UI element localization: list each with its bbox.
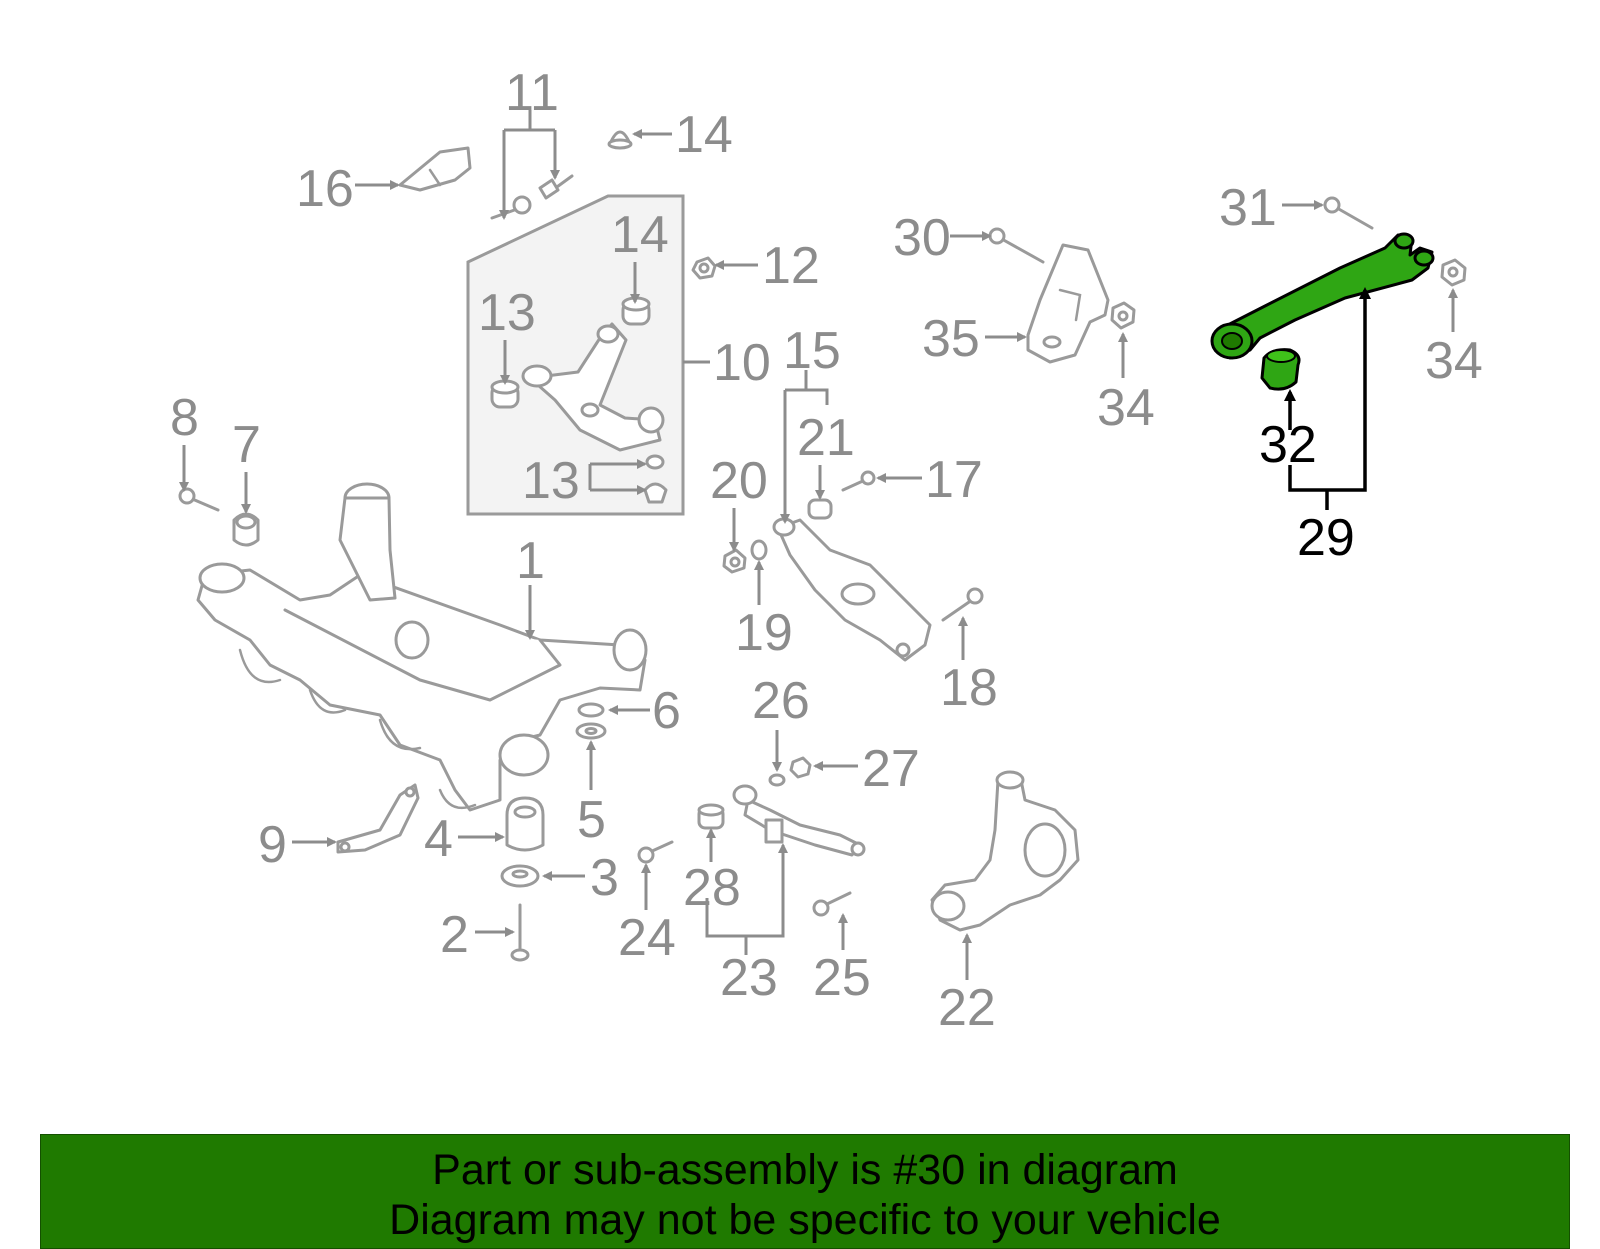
bushing-29[interactable] — [697, 803, 725, 830]
bolt-8[interactable] — [178, 487, 220, 512]
washer-3[interactable] — [500, 864, 540, 888]
callout-15: 14 — [675, 106, 733, 164]
bushing-33[interactable] — [1260, 348, 1301, 391]
bracket-35[interactable] — [1026, 243, 1110, 364]
callout-20: 19 — [735, 604, 793, 662]
bolt-26[interactable] — [812, 891, 852, 917]
callout-19: 18 — [940, 659, 998, 717]
callout-30: 29 — [1297, 509, 1355, 567]
callout-8: 8 — [170, 389, 199, 447]
lower-arm-17[interactable] — [772, 517, 932, 662]
callout-18: 17 — [925, 451, 983, 509]
washer-5[interactable] — [575, 722, 607, 740]
callout-29: 28 — [683, 859, 741, 917]
knuckle-23[interactable] — [930, 770, 1080, 932]
callout-33: 32 — [1259, 416, 1317, 474]
callout-26: 25 — [813, 949, 871, 1007]
link-24[interactable] — [732, 784, 866, 857]
banner-line-1: Part or sub-assembly is #30 in diagram — [432, 1146, 1178, 1194]
callout-10: 10 — [713, 334, 771, 392]
washer-20[interactable] — [750, 539, 768, 561]
nut-21[interactable] — [722, 548, 747, 574]
callout-13: 13 — [522, 452, 580, 510]
nut-34b[interactable] — [1440, 258, 1467, 287]
callout-21: 20 — [710, 452, 768, 510]
callout-24: 23 — [720, 949, 778, 1007]
callout-25: 24 — [618, 909, 676, 967]
trailing-arm-30[interactable] — [1210, 232, 1435, 360]
bolts-11[interactable] — [490, 174, 574, 220]
upper-arm-part[interactable] — [521, 322, 665, 452]
callout-12: 12 — [762, 237, 820, 295]
callout-6: 6 — [652, 682, 681, 740]
bushing-14a[interactable] — [490, 379, 520, 409]
subframe-part[interactable] — [196, 482, 648, 812]
washer-27[interactable] — [768, 773, 786, 787]
bushing-22[interactable] — [807, 498, 833, 520]
callout-4: 4 — [424, 810, 453, 868]
banner-line-2: Diagram may not be specific to your vehi… — [389, 1196, 1221, 1244]
callout-5: 5 — [577, 791, 606, 849]
callout-28: 27 — [862, 740, 920, 798]
cap-15[interactable] — [607, 130, 633, 150]
bracket-16[interactable] — [398, 146, 472, 192]
callout-14b: 14 — [611, 206, 669, 264]
callout-9: 9 — [258, 816, 287, 874]
link-9[interactable] — [336, 783, 420, 854]
nut-12[interactable] — [691, 256, 717, 280]
callout-16: 16 — [296, 160, 354, 218]
nut-34a[interactable] — [1110, 301, 1136, 330]
callout-1: 1 — [516, 532, 545, 590]
callout-17: 15 — [783, 322, 841, 380]
bolt-31[interactable] — [988, 227, 1045, 264]
bushing-7[interactable] — [232, 512, 260, 547]
callout-2: 2 — [440, 906, 469, 964]
callout-31: 30 — [893, 209, 951, 267]
callout-14a: 13 — [478, 284, 536, 342]
callout-23: 22 — [938, 979, 996, 1037]
info-banner: Part or sub-assembly is #30 in diagram D… — [40, 1134, 1570, 1249]
callout-11: 11 — [505, 64, 559, 122]
callout-27: 26 — [752, 672, 810, 730]
callout-7: 7 — [232, 416, 261, 474]
callout-34b: 34 — [1425, 332, 1483, 390]
nut-28[interactable] — [789, 756, 812, 779]
bolt-25[interactable] — [637, 840, 674, 864]
callout-22: 21 — [797, 409, 855, 467]
callout-35: 35 — [922, 310, 980, 368]
bolt-2[interactable] — [510, 903, 530, 962]
bolt-18[interactable] — [841, 470, 876, 492]
bushing-14b[interactable] — [621, 296, 651, 326]
callout-32: 31 — [1219, 179, 1277, 237]
callout-3: 3 — [590, 849, 619, 907]
bolt-19[interactable] — [941, 587, 984, 622]
bolt-32[interactable] — [1323, 196, 1374, 230]
washer-6[interactable] — [577, 702, 605, 718]
callout-34a: 34 — [1097, 379, 1155, 437]
mount-4[interactable] — [505, 796, 545, 852]
